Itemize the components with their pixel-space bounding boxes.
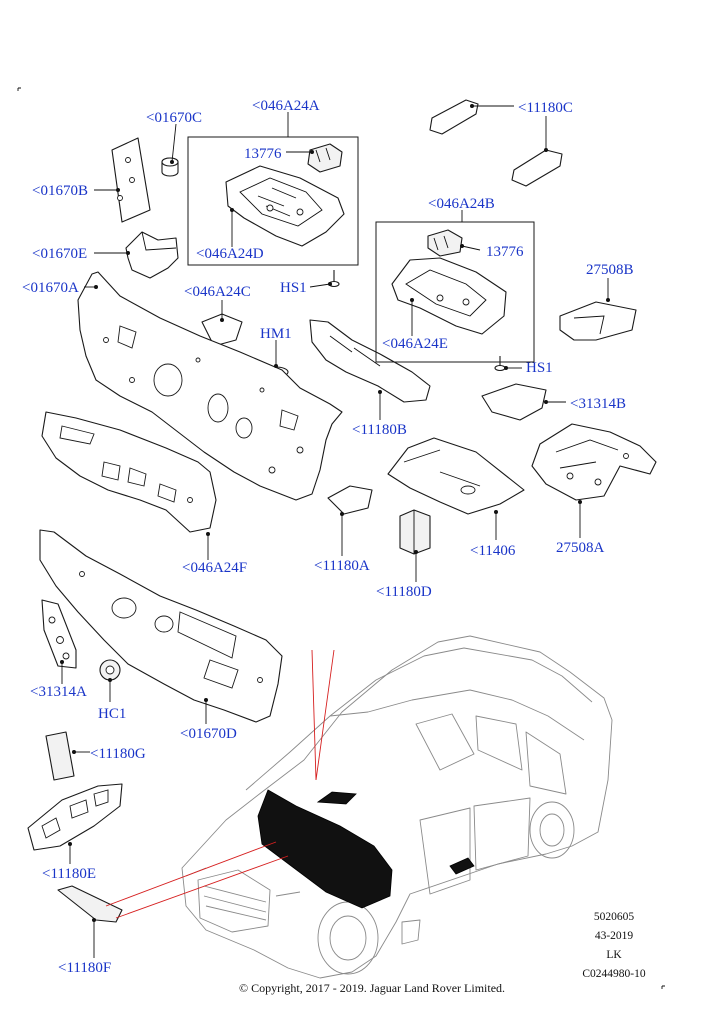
- callout-11180f[interactable]: <11180F: [58, 960, 111, 976]
- part-01670a-dash-insulator: [77, 271, 343, 501]
- callout-11180g[interactable]: <11180G: [90, 746, 146, 762]
- part-11180d-block: [399, 509, 431, 555]
- group-box-046a24a: [187, 136, 359, 266]
- callout-046a24a[interactable]: <046A24A: [252, 98, 320, 114]
- callout-046a24d[interactable]: <046A24D: [196, 246, 264, 262]
- callout-hc1[interactable]: HC1: [98, 706, 126, 722]
- callout-11180c[interactable]: <11180C: [518, 100, 573, 116]
- callout-046a24b[interactable]: <046A24B: [428, 196, 495, 212]
- part-13776-switch-a: [307, 143, 343, 173]
- part-11180b-pad: [309, 319, 431, 403]
- part-11180c-pad-upper: [429, 99, 479, 135]
- part-31314b-pad: [481, 383, 547, 421]
- part-11406-panel: [387, 437, 525, 515]
- part-hc1-cap: [99, 659, 121, 681]
- meta-region: LK: [606, 949, 622, 961]
- part-01670e-pad: [125, 231, 179, 279]
- leader-lines: [60, 104, 610, 958]
- callout-27508a[interactable]: 27508A: [556, 540, 605, 556]
- callout-01670a[interactable]: <01670A: [22, 280, 79, 296]
- part-27508a-bracket: [531, 423, 657, 501]
- callout-13776-b[interactable]: 13776: [486, 244, 524, 260]
- callout-11180d[interactable]: <11180D: [376, 584, 432, 600]
- part-13776-switch-b: [427, 229, 463, 257]
- meta-week: 43-2019: [595, 930, 634, 942]
- part-hs1-screw-b: [494, 356, 506, 372]
- part-31314a-strip: [41, 599, 77, 669]
- part-01670c-plug: [161, 157, 179, 177]
- illustration-meta: 5020605 43-2019 LK C0244980-10: [582, 911, 646, 980]
- callout-31314b[interactable]: <31314B: [570, 396, 626, 412]
- callout-hs1-b[interactable]: HS1: [526, 360, 553, 376]
- callout-01670d[interactable]: <01670D: [180, 726, 237, 742]
- callout-01670c[interactable]: <01670C: [146, 110, 202, 126]
- vehicle-illustration: [181, 635, 613, 979]
- part-046a24f-pad: [41, 411, 217, 533]
- group-box-046a24b: [375, 221, 535, 363]
- callout-13776-a[interactable]: 13776: [244, 146, 282, 162]
- callout-046a24c[interactable]: <046A24C: [184, 284, 251, 300]
- callout-27508b[interactable]: 27508B: [586, 262, 634, 278]
- part-27508b-pad: [559, 301, 637, 341]
- red-indicator-lines: [105, 649, 335, 919]
- part-046a24b-tray: [391, 257, 507, 335]
- part-01670d-dash-insulator: [39, 529, 283, 723]
- copyright-notice: © Copyright, 2017 - 2019. Jaguar Land Ro…: [239, 981, 505, 995]
- callout-046a24f[interactable]: <046A24F: [182, 560, 247, 576]
- meta-illustration-id: C0244980-10: [582, 968, 646, 980]
- part-01670b-pad: [111, 137, 151, 223]
- callout-11180a[interactable]: <11180A: [314, 558, 370, 574]
- callout-11180e[interactable]: <11180E: [42, 866, 96, 882]
- callout-hm1[interactable]: HM1: [260, 326, 292, 342]
- meta-code: 5020605: [594, 911, 635, 923]
- part-046a24a-tray: [225, 165, 345, 247]
- callout-046a24e[interactable]: <046A24E: [382, 336, 448, 352]
- callout-01670e[interactable]: <01670E: [32, 246, 87, 262]
- part-11180c-pad-lower: [511, 149, 563, 187]
- part-11180e-pad: [27, 783, 123, 851]
- part-11180g-block: [45, 731, 75, 781]
- part-11180a-pad: [327, 485, 373, 515]
- callout-01670b[interactable]: <01670B: [32, 183, 88, 199]
- callout-11180b[interactable]: <11180B: [352, 422, 407, 438]
- part-11180f-strip: [57, 885, 123, 923]
- callout-31314a[interactable]: <31314A: [30, 684, 87, 700]
- callout-hs1-a[interactable]: HS1: [280, 280, 307, 296]
- callout-11406[interactable]: <11406: [470, 543, 516, 559]
- callout-labels: <01670C <01670B <01670E <01670A <046A24A…: [22, 98, 634, 976]
- corner-marks: [17, 87, 665, 989]
